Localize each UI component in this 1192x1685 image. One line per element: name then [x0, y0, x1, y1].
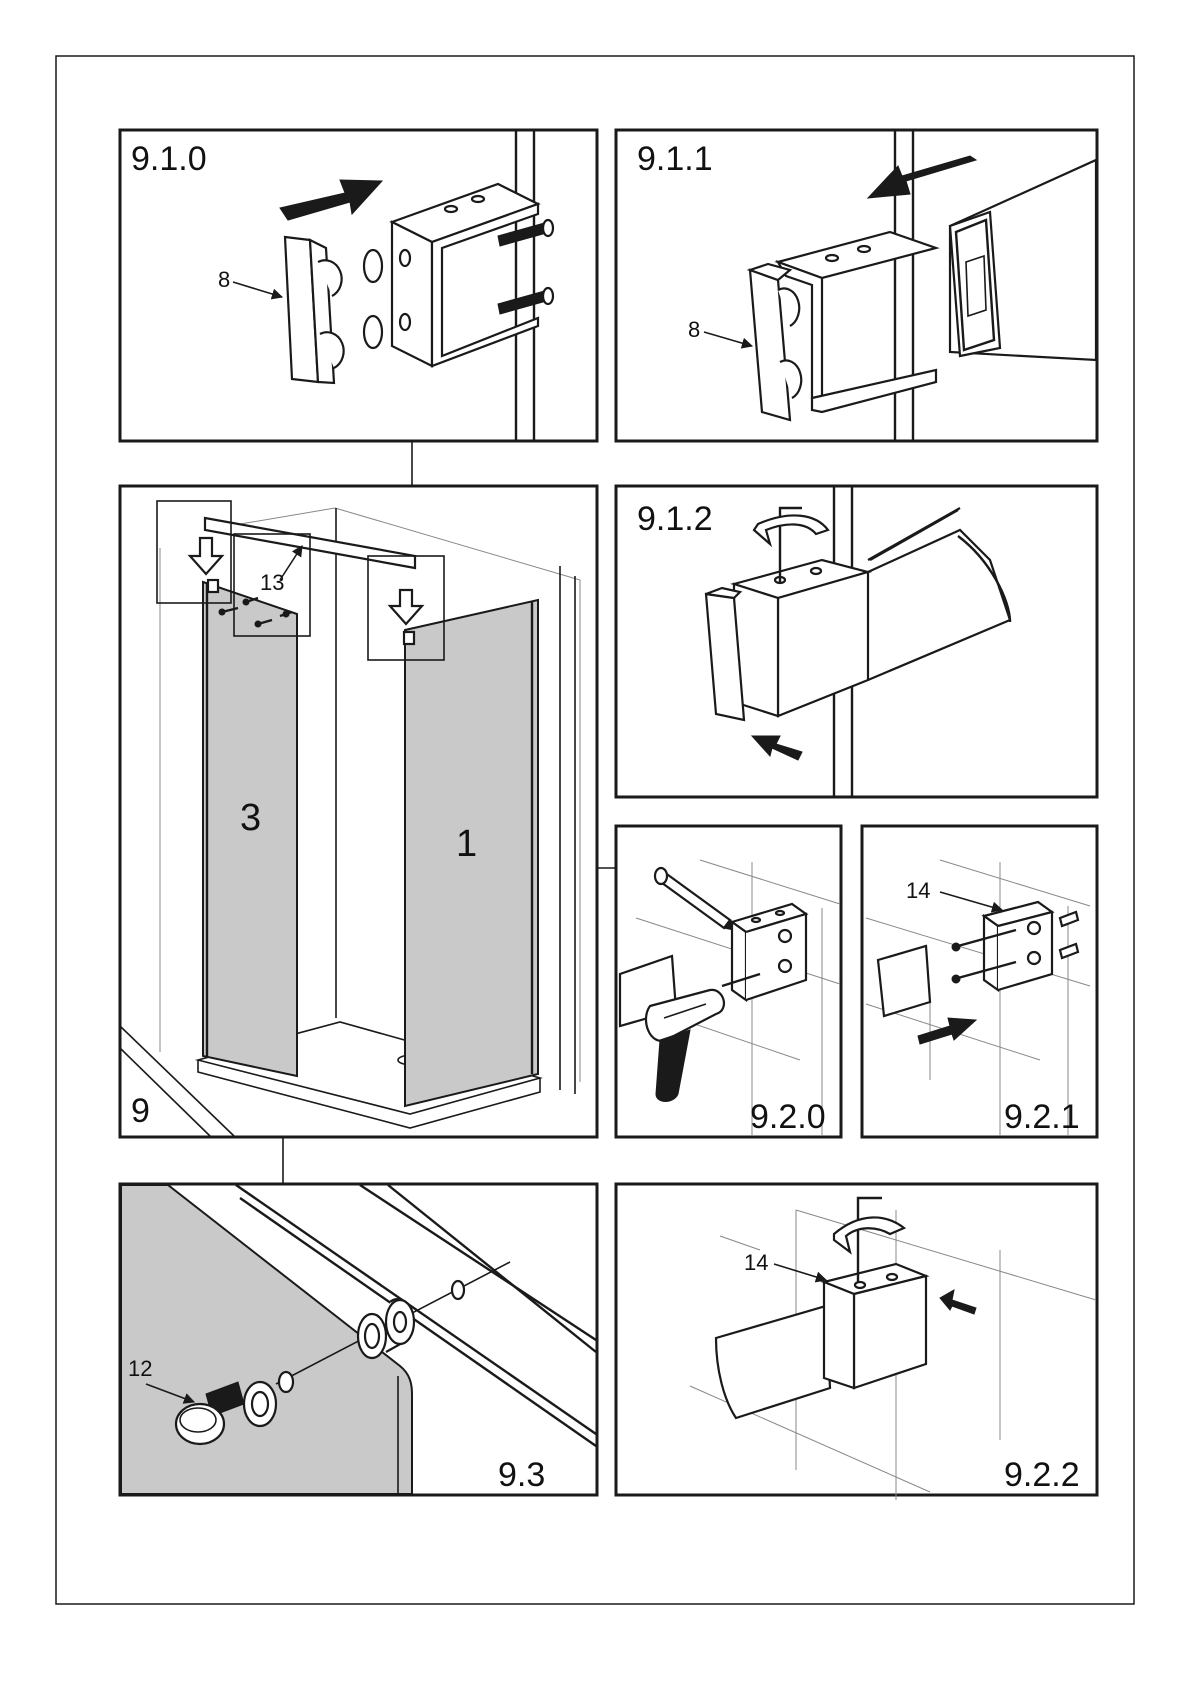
door-number-left: 3 — [240, 797, 261, 839]
panel-9-1-0: 9.1.0 8 — [120, 130, 597, 441]
panel-label: 9.2.2 — [1004, 1456, 1080, 1494]
panel-label: 9.1.1 — [637, 140, 713, 178]
panel-label: 9.1.2 — [637, 500, 713, 538]
callout-number: 8 — [218, 267, 230, 292]
callout-number: 12 — [128, 1356, 152, 1381]
panel-label: 9.3 — [498, 1456, 545, 1494]
panel-label: 9.2.0 — [750, 1098, 826, 1136]
callout-number: 14 — [744, 1250, 768, 1275]
panel-label: 9.1.0 — [131, 140, 207, 178]
panel-9-2-0: 9.2.0 — [616, 826, 841, 1137]
panel-9-3: 12 9.3 — [120, 1184, 597, 1495]
panel-label: 9 — [131, 1092, 150, 1130]
panel-9: 13 3 1 9 — [120, 486, 597, 1137]
panel-9-2-2: 14 9.2.2 — [616, 1184, 1097, 1500]
callout-number: 8 — [688, 317, 700, 342]
door-number-right: 1 — [456, 823, 477, 865]
panel-9-1-1: 9.1.1 8 — [616, 130, 1097, 441]
panel-9-1-2: 9.1.2 — [616, 486, 1097, 797]
callout-number: 13 — [260, 570, 284, 595]
bracket-part — [984, 902, 1052, 990]
panel-9-2-1: 14 9.2.1 — [862, 826, 1097, 1137]
panel-label: 9.2.1 — [1004, 1098, 1080, 1136]
callout-number: 14 — [906, 878, 930, 903]
